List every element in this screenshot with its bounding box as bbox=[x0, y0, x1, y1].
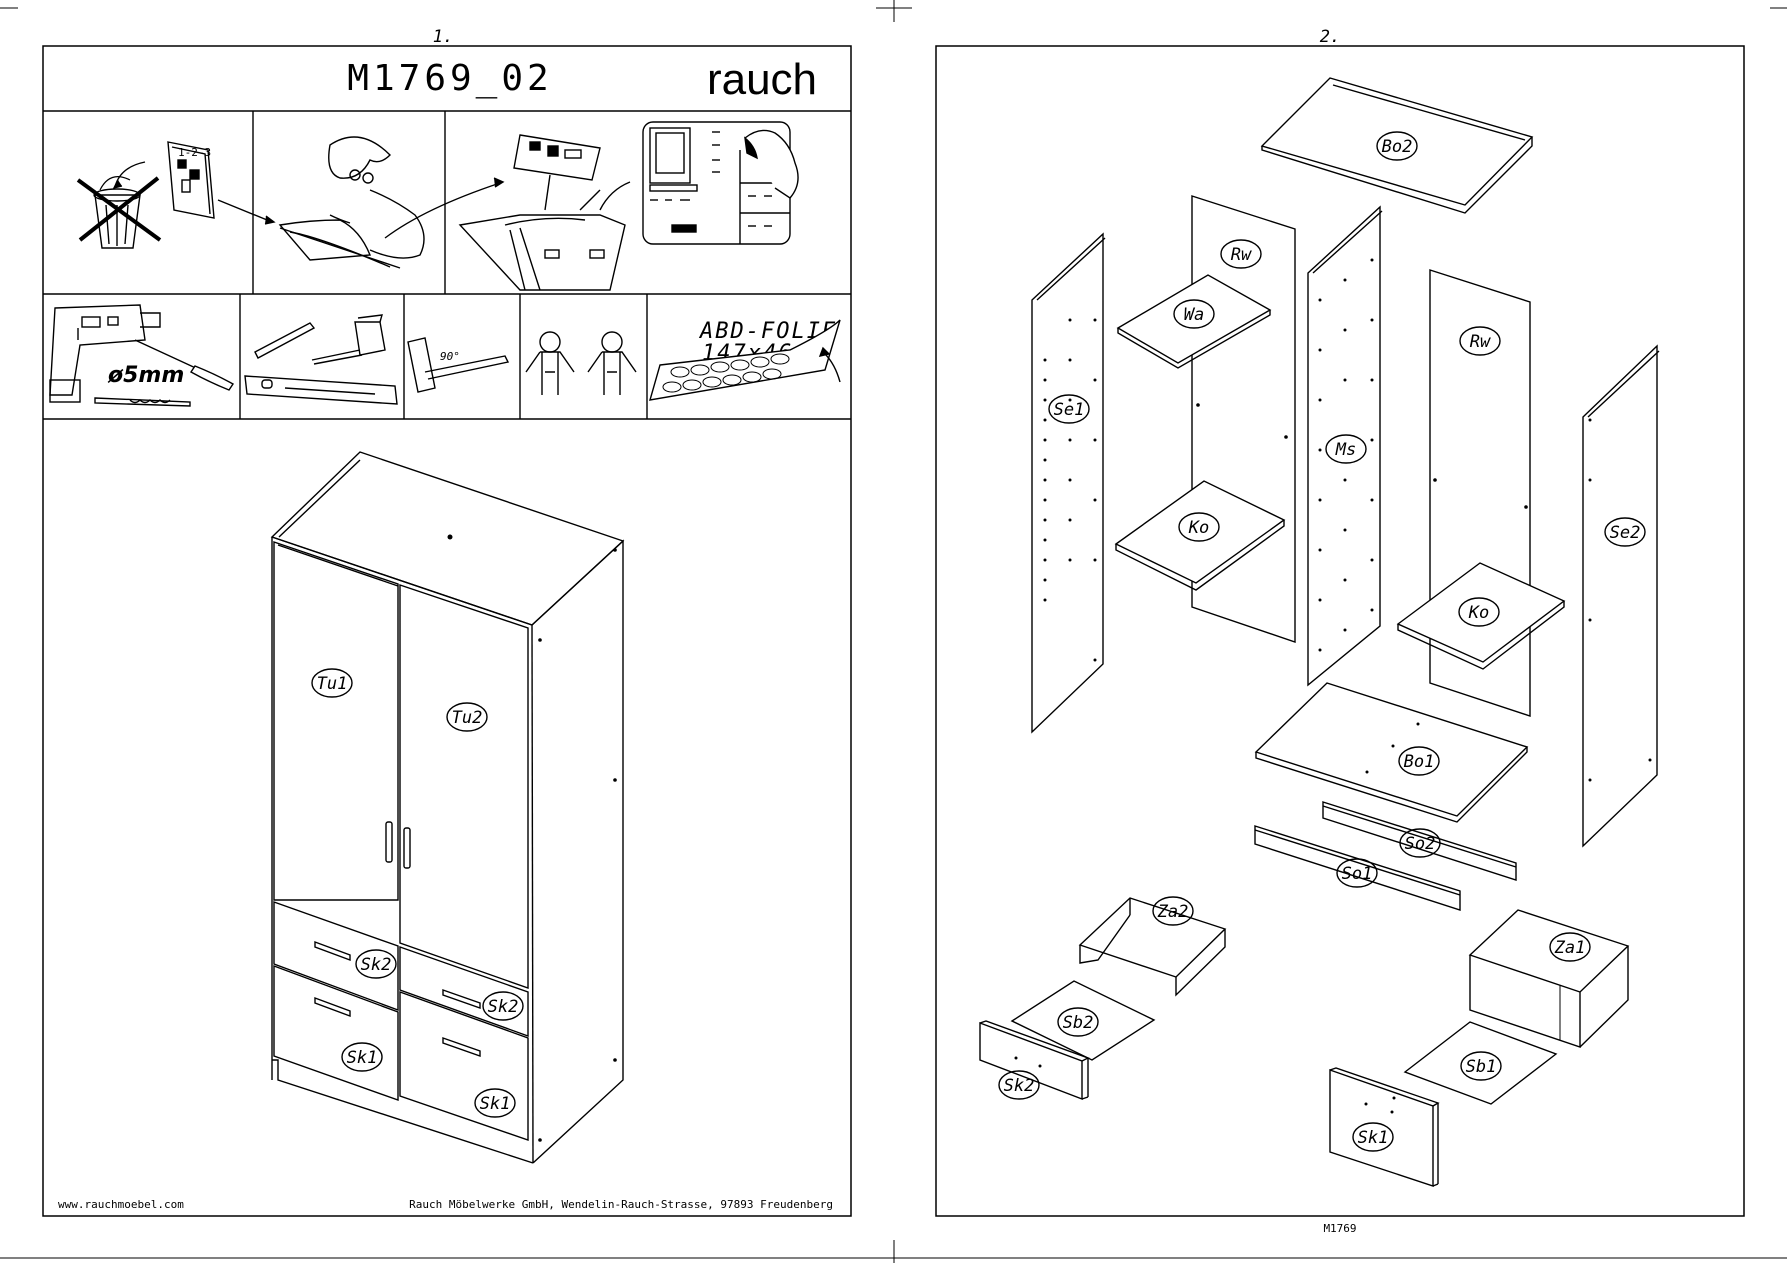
label-so1: So1 bbox=[1342, 864, 1373, 884]
drill-icon bbox=[49, 304, 161, 403]
label-tu2: Tu2 bbox=[452, 708, 483, 728]
assembled-wardrobe bbox=[270, 451, 625, 1164]
label-bo1: Bo1 bbox=[1404, 752, 1435, 772]
label-rw-2: Rw bbox=[1470, 332, 1491, 352]
folder-icon bbox=[458, 134, 631, 291]
label-se1: Se1 bbox=[1054, 400, 1085, 420]
pencil-icon bbox=[254, 322, 316, 359]
page1-frame bbox=[42, 45, 852, 1217]
assembled-part-labels: Tu1 Tu2 Sk2 Sk2 Sk1 Sk1 bbox=[311, 668, 524, 1118]
no-trash-icon bbox=[76, 176, 162, 249]
footer-website: www.rauchmoebel.com bbox=[58, 1198, 184, 1211]
square-icon bbox=[407, 337, 510, 393]
label-wa: Wa bbox=[1184, 305, 1204, 325]
label-tu1: Tu1 bbox=[317, 674, 348, 694]
label-sk1-b: Sk1 bbox=[480, 1094, 511, 1114]
booklet-mark: 1-2-3 bbox=[178, 146, 211, 159]
model-title: M1769_02 bbox=[347, 58, 552, 99]
label-ms: Ms bbox=[1335, 440, 1356, 460]
part-labels: Bo2 Rw Wa Se1 Ms Rw Ko Se2 Ko Bo1 So2 So… bbox=[998, 131, 1646, 1152]
label-sk2: Sk2 bbox=[1004, 1076, 1035, 1096]
spirit-level-icon bbox=[244, 375, 398, 405]
footer-model: M1769 bbox=[1323, 1222, 1356, 1235]
sticker-page-icon bbox=[642, 121, 799, 245]
two-persons-icon bbox=[525, 331, 637, 395]
footer-address: Rauch Möbelwerke GmbH, Wendelin-Rauch-St… bbox=[409, 1198, 833, 1211]
arrow-read bbox=[217, 199, 273, 223]
label-za1: Za1 bbox=[1554, 938, 1586, 958]
brand-logo: rauch bbox=[707, 55, 817, 104]
reading-person-icon bbox=[278, 136, 425, 269]
angle-label: 90° bbox=[440, 350, 460, 363]
label-sk1-a: Sk1 bbox=[347, 1048, 378, 1068]
label-sk1: Sk1 bbox=[1358, 1128, 1389, 1148]
label-sk2-b: Sk2 bbox=[488, 997, 519, 1017]
label-ko-1: Ko bbox=[1188, 518, 1209, 538]
page-number-1: 1. bbox=[433, 27, 453, 47]
screwdriver-icon bbox=[134, 339, 235, 391]
foil-sheet-icon bbox=[649, 319, 841, 401]
booklet-icon: 1-2-3 bbox=[112, 141, 215, 219]
label-ko-2: Ko bbox=[1468, 603, 1489, 623]
label-sb2: Sb2 bbox=[1063, 1013, 1094, 1033]
label-za2: Za2 bbox=[1157, 902, 1189, 922]
label-sk2-a: Sk2 bbox=[361, 955, 392, 975]
label-so2: So2 bbox=[1405, 834, 1436, 854]
drill-bit-icon bbox=[94, 397, 191, 407]
arrow-file bbox=[384, 182, 501, 239]
tape-measure-icon bbox=[311, 314, 386, 365]
label-sb1: Sb1 bbox=[1466, 1057, 1497, 1077]
exploded-parts bbox=[979, 77, 1660, 1187]
page2-frame bbox=[935, 45, 1745, 1217]
label-se2: Se2 bbox=[1610, 523, 1641, 543]
drill-holes bbox=[1014, 258, 1652, 1114]
page-number-2: 2. bbox=[1320, 27, 1340, 47]
label-rw-1: Rw bbox=[1231, 245, 1252, 265]
label-bo2: Bo2 bbox=[1382, 137, 1413, 157]
drill-size: ø5mm bbox=[107, 363, 184, 388]
